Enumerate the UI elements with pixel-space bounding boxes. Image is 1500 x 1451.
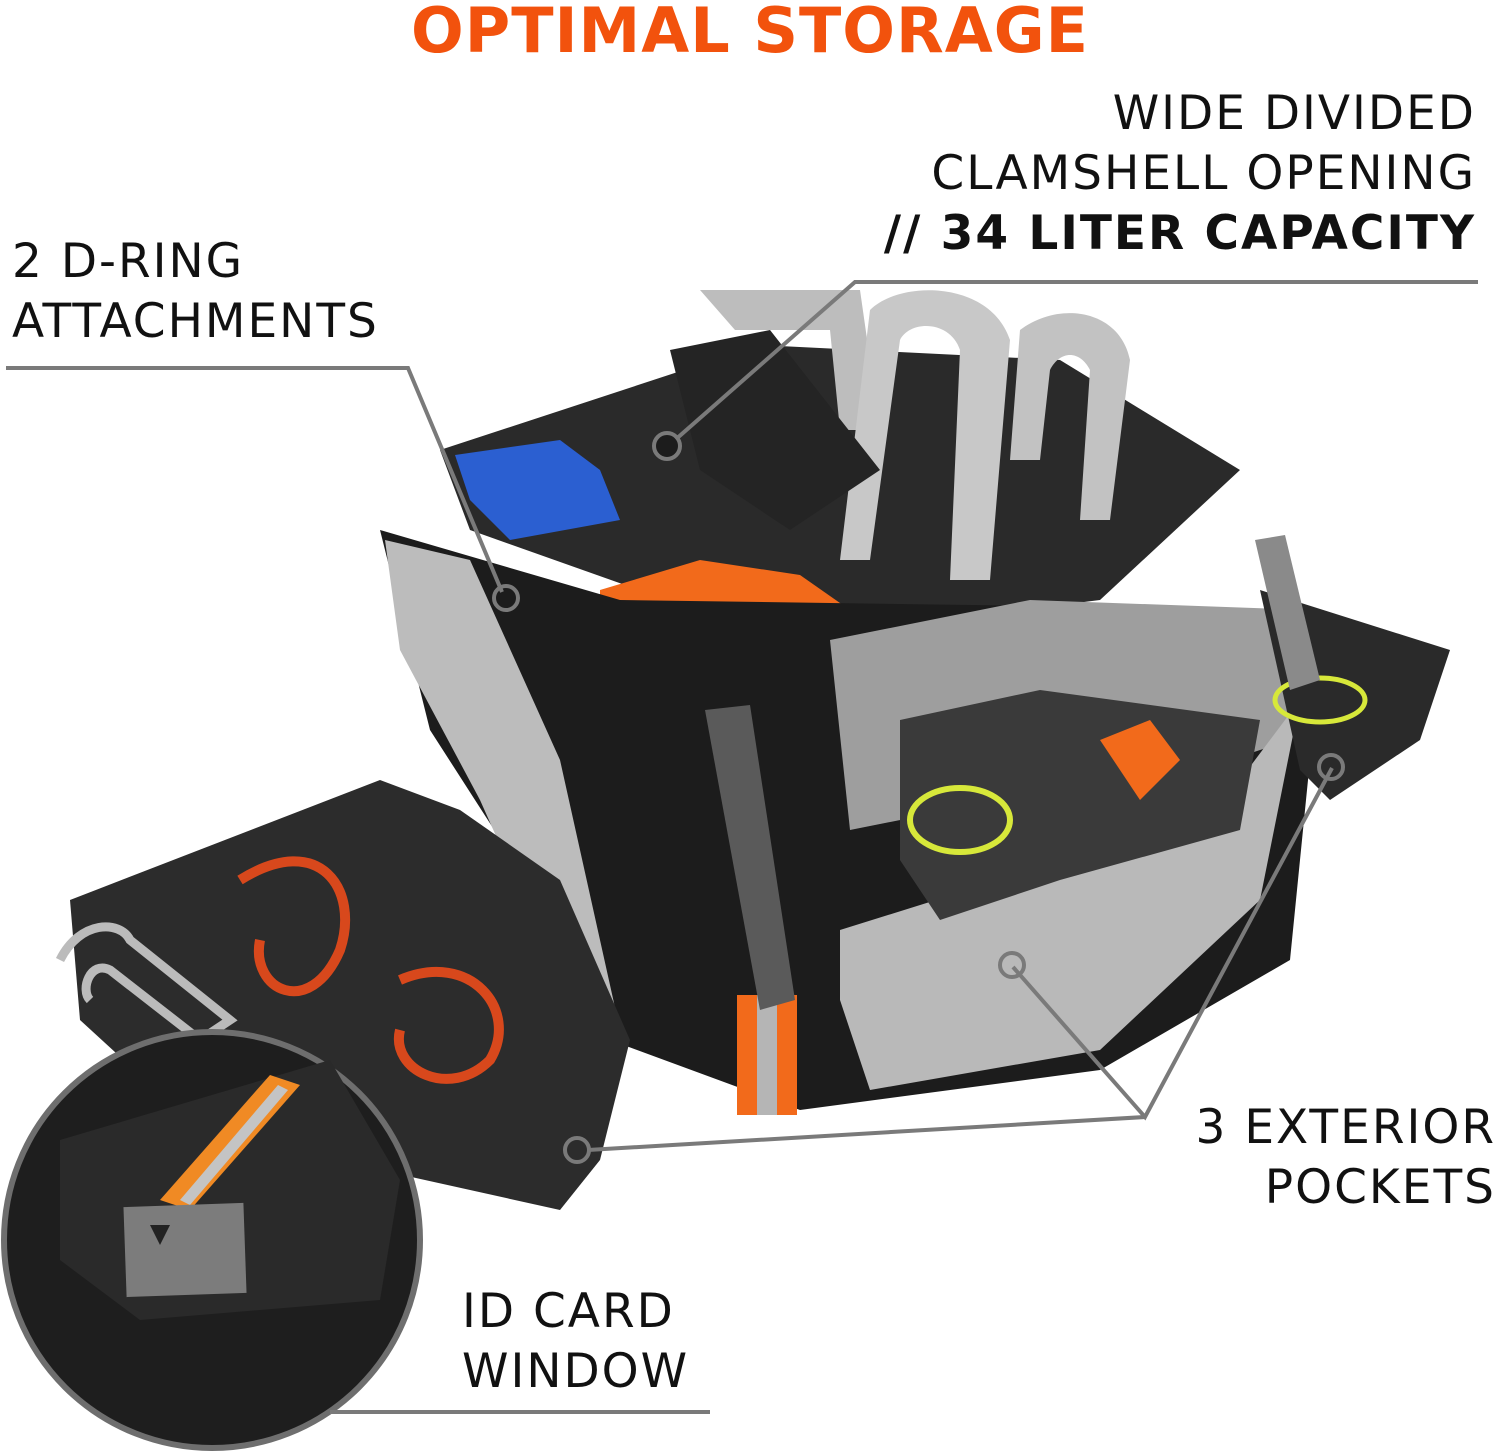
callout-d-ring: 2 D-RING ATTACHMENTS: [12, 232, 379, 352]
callout-clamshell-line1: WIDE DIVIDED: [1112, 86, 1476, 141]
callout-d-ring-line1: 2 D-RING: [12, 234, 245, 289]
callout-pockets-line1: 3 EXTERIOR: [1195, 1100, 1496, 1155]
callout-id-card-line2: WINDOW: [462, 1344, 690, 1399]
id-card-inset: [1, 1029, 423, 1451]
callout-clamshell: WIDE DIVIDED CLAMSHELL OPENING // 34 LIT…: [884, 84, 1476, 264]
callout-d-ring-line2: ATTACHMENTS: [12, 294, 379, 349]
callout-pockets-line2: POCKETS: [1264, 1160, 1496, 1215]
leader-lines: [6, 280, 1478, 1414]
callout-id-card: ID CARD WINDOW: [462, 1282, 689, 1402]
callout-clamshell-capacity: // 34 LITER CAPACITY: [883, 206, 1476, 261]
callout-clamshell-line2: CLAMSHELL OPENING: [931, 146, 1476, 201]
handle-icon: [700, 290, 880, 430]
page-title: OPTIMAL STORAGE: [411, 0, 1089, 67]
callout-pockets: 3 EXTERIOR POCKETS: [1196, 1098, 1497, 1218]
callout-id-card-line1: ID CARD: [462, 1284, 675, 1339]
